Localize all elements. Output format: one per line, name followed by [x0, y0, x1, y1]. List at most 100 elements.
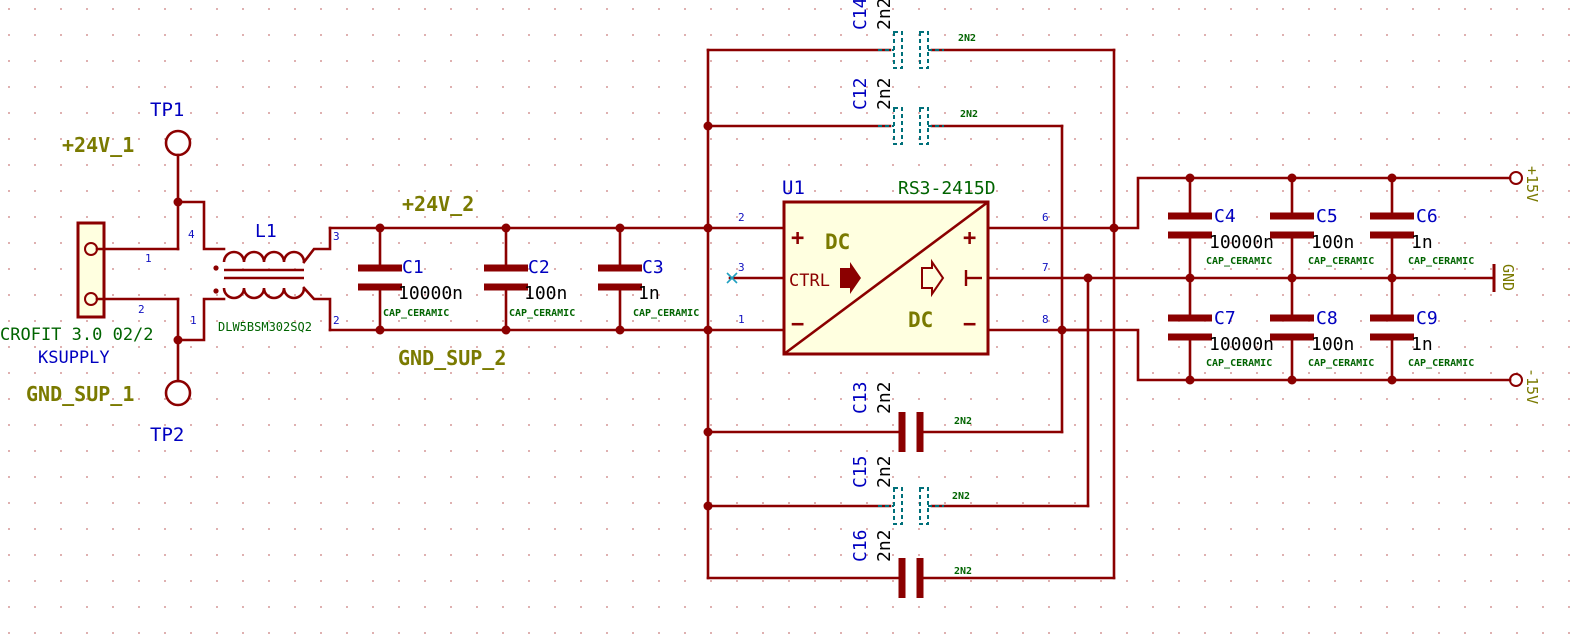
svg-text:+: +	[791, 226, 804, 251]
junction	[1185, 375, 1195, 385]
c15-label: 2N2	[952, 491, 970, 502]
converter-ctrl-label: CTRL	[789, 271, 830, 291]
junction	[1387, 375, 1397, 385]
converter-in-label: DC	[825, 230, 850, 254]
inductor-l1[interactable]	[176, 200, 332, 342]
junction	[1287, 375, 1297, 385]
capacitor-c1[interactable]	[358, 226, 402, 332]
capacitor-c12[interactable]	[706, 107, 1064, 145]
c8-ref: C8	[1316, 308, 1338, 329]
c13-ref: C13	[850, 381, 871, 414]
c15-value: 2n2	[874, 455, 895, 488]
junction	[501, 325, 511, 335]
capacitor-c8[interactable]	[1270, 276, 1314, 382]
c5-value: 100n	[1311, 232, 1354, 253]
c1-value: 10000n	[398, 283, 463, 304]
junction	[1287, 173, 1297, 183]
junction	[375, 223, 385, 233]
testpoint-tp1-ref: TP1	[150, 99, 184, 121]
c16-value: 2n2	[874, 529, 895, 562]
net-label-gnd: GND	[1499, 264, 1517, 291]
converter-u1[interactable]: + − + −	[728, 200, 1192, 356]
c4-value: 10000n	[1209, 232, 1274, 253]
connector-pin-1: 1	[145, 252, 152, 265]
c5-ref: C5	[1316, 206, 1338, 227]
c1-type: CAP_CERAMIC	[383, 308, 449, 319]
c2-ref: C2	[528, 257, 550, 278]
junction	[501, 223, 511, 233]
c7-type: CAP_CERAMIC	[1206, 358, 1272, 369]
capacitor-c13[interactable]	[706, 412, 1064, 452]
c16-label: 2N2	[954, 566, 972, 577]
net-label-24v-1: +24V_1	[62, 133, 134, 157]
capacitor-c7[interactable]	[1168, 276, 1212, 382]
c15-ref: C15	[850, 455, 871, 488]
junction	[1083, 273, 1093, 283]
converter-pin-2: 2	[738, 211, 745, 224]
c12-value: 2n2	[874, 77, 895, 110]
inductor-pin-4: 4	[188, 228, 195, 241]
c3-type: CAP_CERAMIC	[633, 308, 699, 319]
junction	[1387, 273, 1397, 283]
converter-pin-7: 7	[1042, 261, 1049, 274]
capacitor-c14[interactable]	[706, 31, 1116, 69]
converter-pin-3: 3	[738, 261, 745, 274]
c13-label: 2N2	[954, 416, 972, 427]
inductor-pin-3: 3	[333, 230, 340, 243]
c4-ref: C4	[1214, 206, 1236, 227]
c3-ref: C3	[642, 257, 664, 278]
net-label-gnd-sup-1: GND_SUP_1	[26, 382, 134, 406]
connector-value: CROFIT 3.0 02/2	[0, 325, 154, 345]
c8-type: CAP_CERAMIC	[1308, 358, 1374, 369]
port-m15v[interactable]	[1509, 373, 1523, 387]
c9-ref: C9	[1416, 308, 1438, 329]
c2-type: CAP_CERAMIC	[509, 308, 575, 319]
c14-label: 2N2	[958, 33, 976, 44]
c16-ref: C16	[850, 529, 871, 562]
c4-type: CAP_CERAMIC	[1206, 256, 1272, 267]
c13-value: 2n2	[874, 381, 895, 414]
net-label-m15v: -15V	[1523, 368, 1541, 404]
junction	[703, 325, 713, 335]
capacitor-c16[interactable]	[706, 558, 1116, 598]
connector-pin-2: 2	[138, 303, 145, 316]
svg-text:+: +	[963, 226, 976, 251]
svg-text:−: −	[963, 312, 976, 337]
c14-value: 2n2	[874, 0, 895, 30]
capacitor-c9[interactable]	[1370, 276, 1414, 382]
port-15v[interactable]	[1509, 171, 1523, 185]
capacitor-c15[interactable]	[706, 487, 1090, 525]
capacitor-c4[interactable]	[1168, 176, 1212, 280]
junction	[1387, 173, 1397, 183]
junction	[615, 325, 625, 335]
capacitor-c5[interactable]	[1270, 176, 1314, 280]
wire-15v	[1112, 176, 1512, 230]
connector-ksupply[interactable]: 1 2	[76, 221, 180, 319]
c9-type: CAP_CERAMIC	[1408, 358, 1474, 369]
capacitor-c6[interactable]	[1370, 176, 1414, 280]
inductor-ref: L1	[255, 221, 277, 242]
net-label-gnd-sup-2: GND_SUP_2	[398, 346, 506, 370]
c2-value: 100n	[524, 283, 567, 304]
no-connect-marker	[726, 272, 738, 284]
c7-value: 10000n	[1209, 334, 1274, 355]
connector-ref: KSUPPLY	[38, 348, 110, 368]
capacitor-c2[interactable]	[484, 226, 528, 332]
c6-type: CAP_CERAMIC	[1408, 256, 1474, 267]
net-label-24v-2: +24V_2	[402, 192, 474, 216]
capacitor-c3[interactable]	[598, 226, 642, 332]
inductor-value: DLW5BSM302SQ2	[218, 320, 312, 334]
junction	[1185, 273, 1195, 283]
c12-ref: C12	[850, 77, 871, 110]
c6-ref: C6	[1416, 206, 1438, 227]
c5-type: CAP_CERAMIC	[1308, 256, 1374, 267]
c14-ref: C14	[850, 0, 871, 30]
junction	[1185, 173, 1195, 183]
junction	[703, 223, 713, 233]
net-label-15v: +15V	[1523, 166, 1541, 202]
inductor-pin-1: 1	[190, 314, 197, 327]
converter-ref: U1	[782, 177, 805, 199]
converter-pin-1: 1	[738, 313, 745, 326]
c6-value: 1n	[1411, 232, 1433, 253]
